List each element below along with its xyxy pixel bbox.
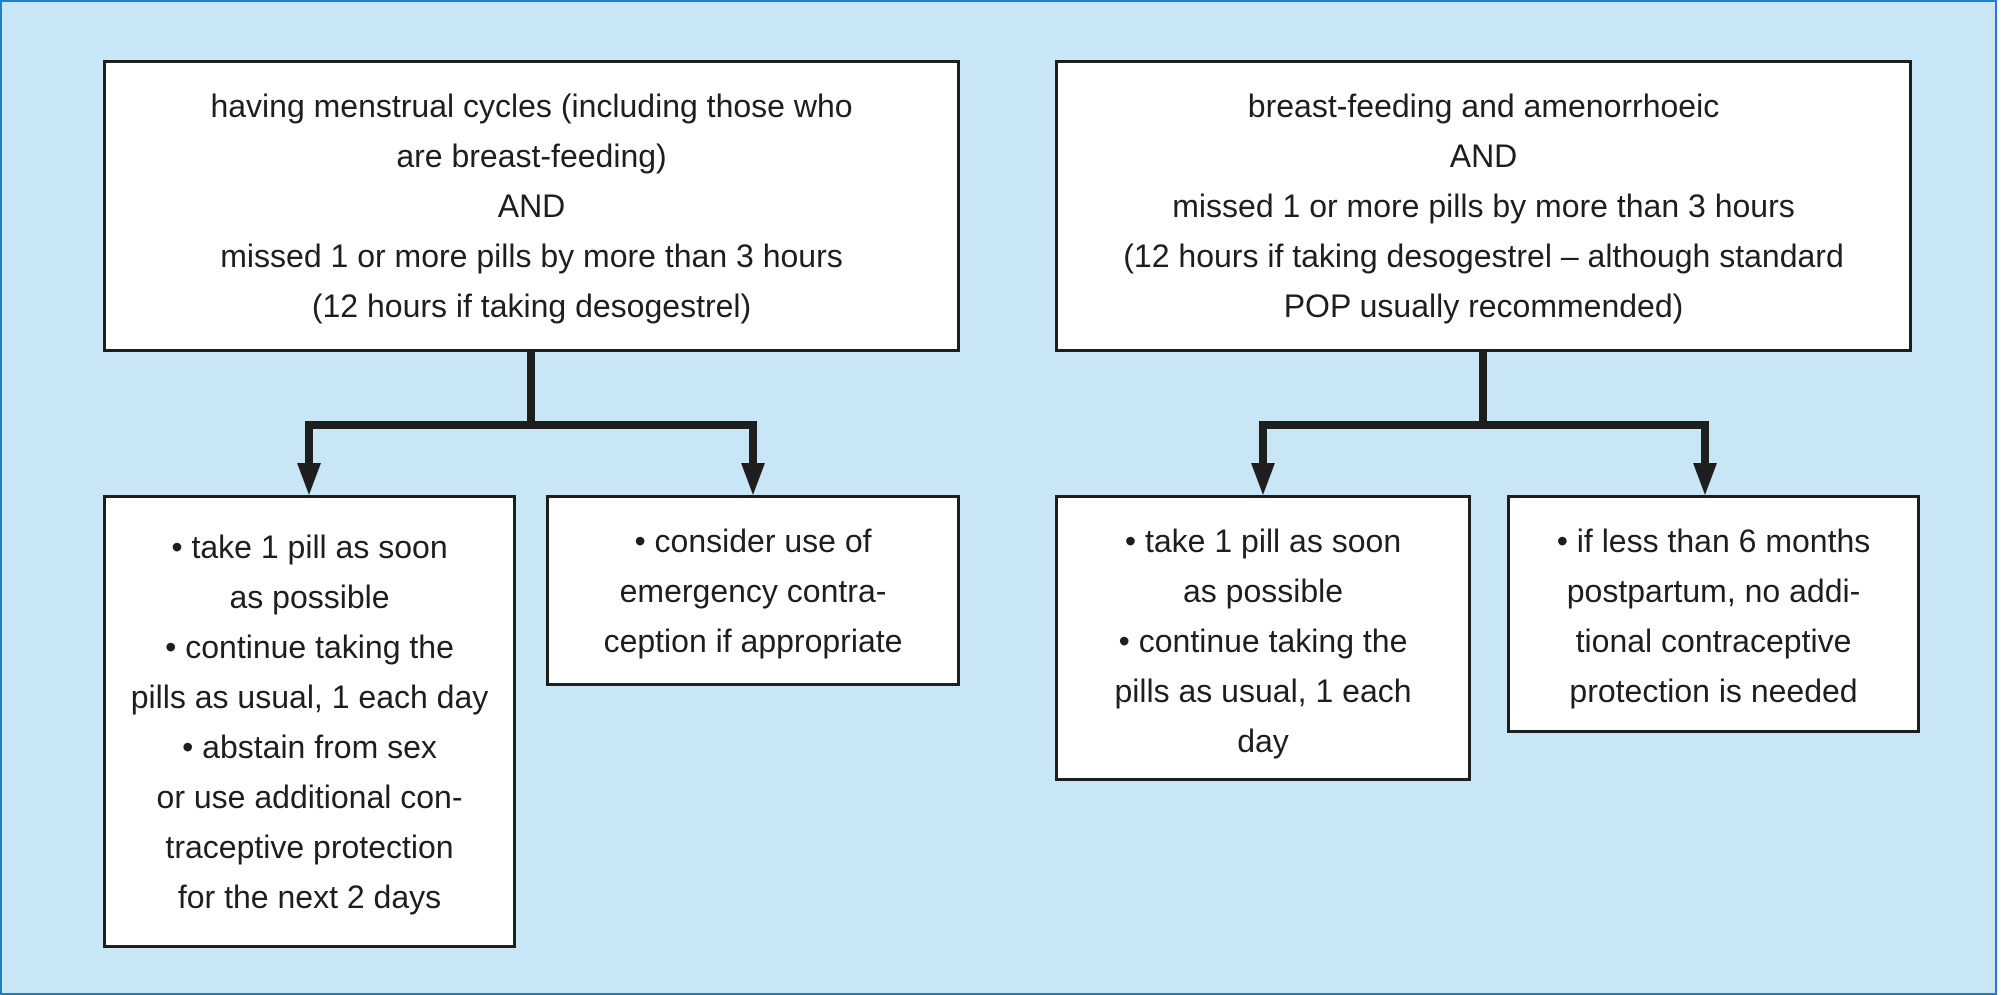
condition-box-menstrual-cycles: having menstrual cycles (including those… [103,60,960,352]
condition-line: missed 1 or more pills by more than 3 ho… [220,238,843,274]
condition-line: breast-feeding and amenorrhoeic [1247,88,1720,124]
condition-line: missed 1 or more pills by more than 3 ho… [1172,188,1795,224]
action-line: as possible [229,579,390,615]
condition-and: AND [497,188,566,224]
condition-line: (12 hours if taking desogestrel) [311,288,752,324]
condition-and: AND [1449,138,1518,174]
action-line: pills as usual, 1 each [1114,673,1412,709]
action-line: • continue taking the [165,629,454,665]
action-line: protection is needed [1569,673,1858,709]
condition-line: are breast-feeding) [396,138,667,174]
action-line: for the next 2 days [177,879,442,915]
action-line: • take 1 pill as soon [171,529,448,565]
action-line: • take 1 pill as soon [1124,523,1402,559]
left-branch-line [305,421,757,469]
condition-line: POP usually recommended) [1283,288,1684,324]
action-line: • consider use of [634,523,872,559]
right-arrow-1-icon [1251,463,1275,495]
action-line: pills as usual, 1 each day [130,679,489,715]
right-branch-line [1259,421,1709,469]
action-line: • if less than 6 months [1556,523,1871,559]
condition-line: (12 hours if taking desogestrel – althou… [1123,238,1844,274]
action-line: • continue taking the [1118,623,1408,659]
action-line: day [1237,723,1289,759]
action-line: postpartum, no addi- [1566,573,1861,609]
action-line: emergency contra- [619,573,887,609]
action-line: • abstain from sex [182,729,437,765]
left-arrow-1-icon [297,463,321,495]
action-line: tional contraceptive [1575,623,1852,659]
action-line: traceptive protection [165,829,454,865]
action-box-emergency-contraception: • consider use of emergency contra- cept… [546,495,960,686]
action-line: or use additional con- [156,779,463,815]
action-box-no-additional-protection: • if less than 6 months postpartum, no a… [1507,495,1920,733]
condition-box-breast-feeding: breast-feeding and amenorrhoeic AND miss… [1055,60,1912,352]
condition-line: having menstrual cycles (including those… [210,88,853,124]
left-arrow-2-icon [741,463,765,495]
action-line: ception if appropriate [603,623,903,659]
right-arrow-2-icon [1693,463,1717,495]
action-box-take-pill: • take 1 pill as soon as possible • cont… [1055,495,1471,781]
action-box-take-pill-abstain: • take 1 pill as soon as possible • cont… [103,495,516,948]
action-line: as possible [1182,573,1344,609]
